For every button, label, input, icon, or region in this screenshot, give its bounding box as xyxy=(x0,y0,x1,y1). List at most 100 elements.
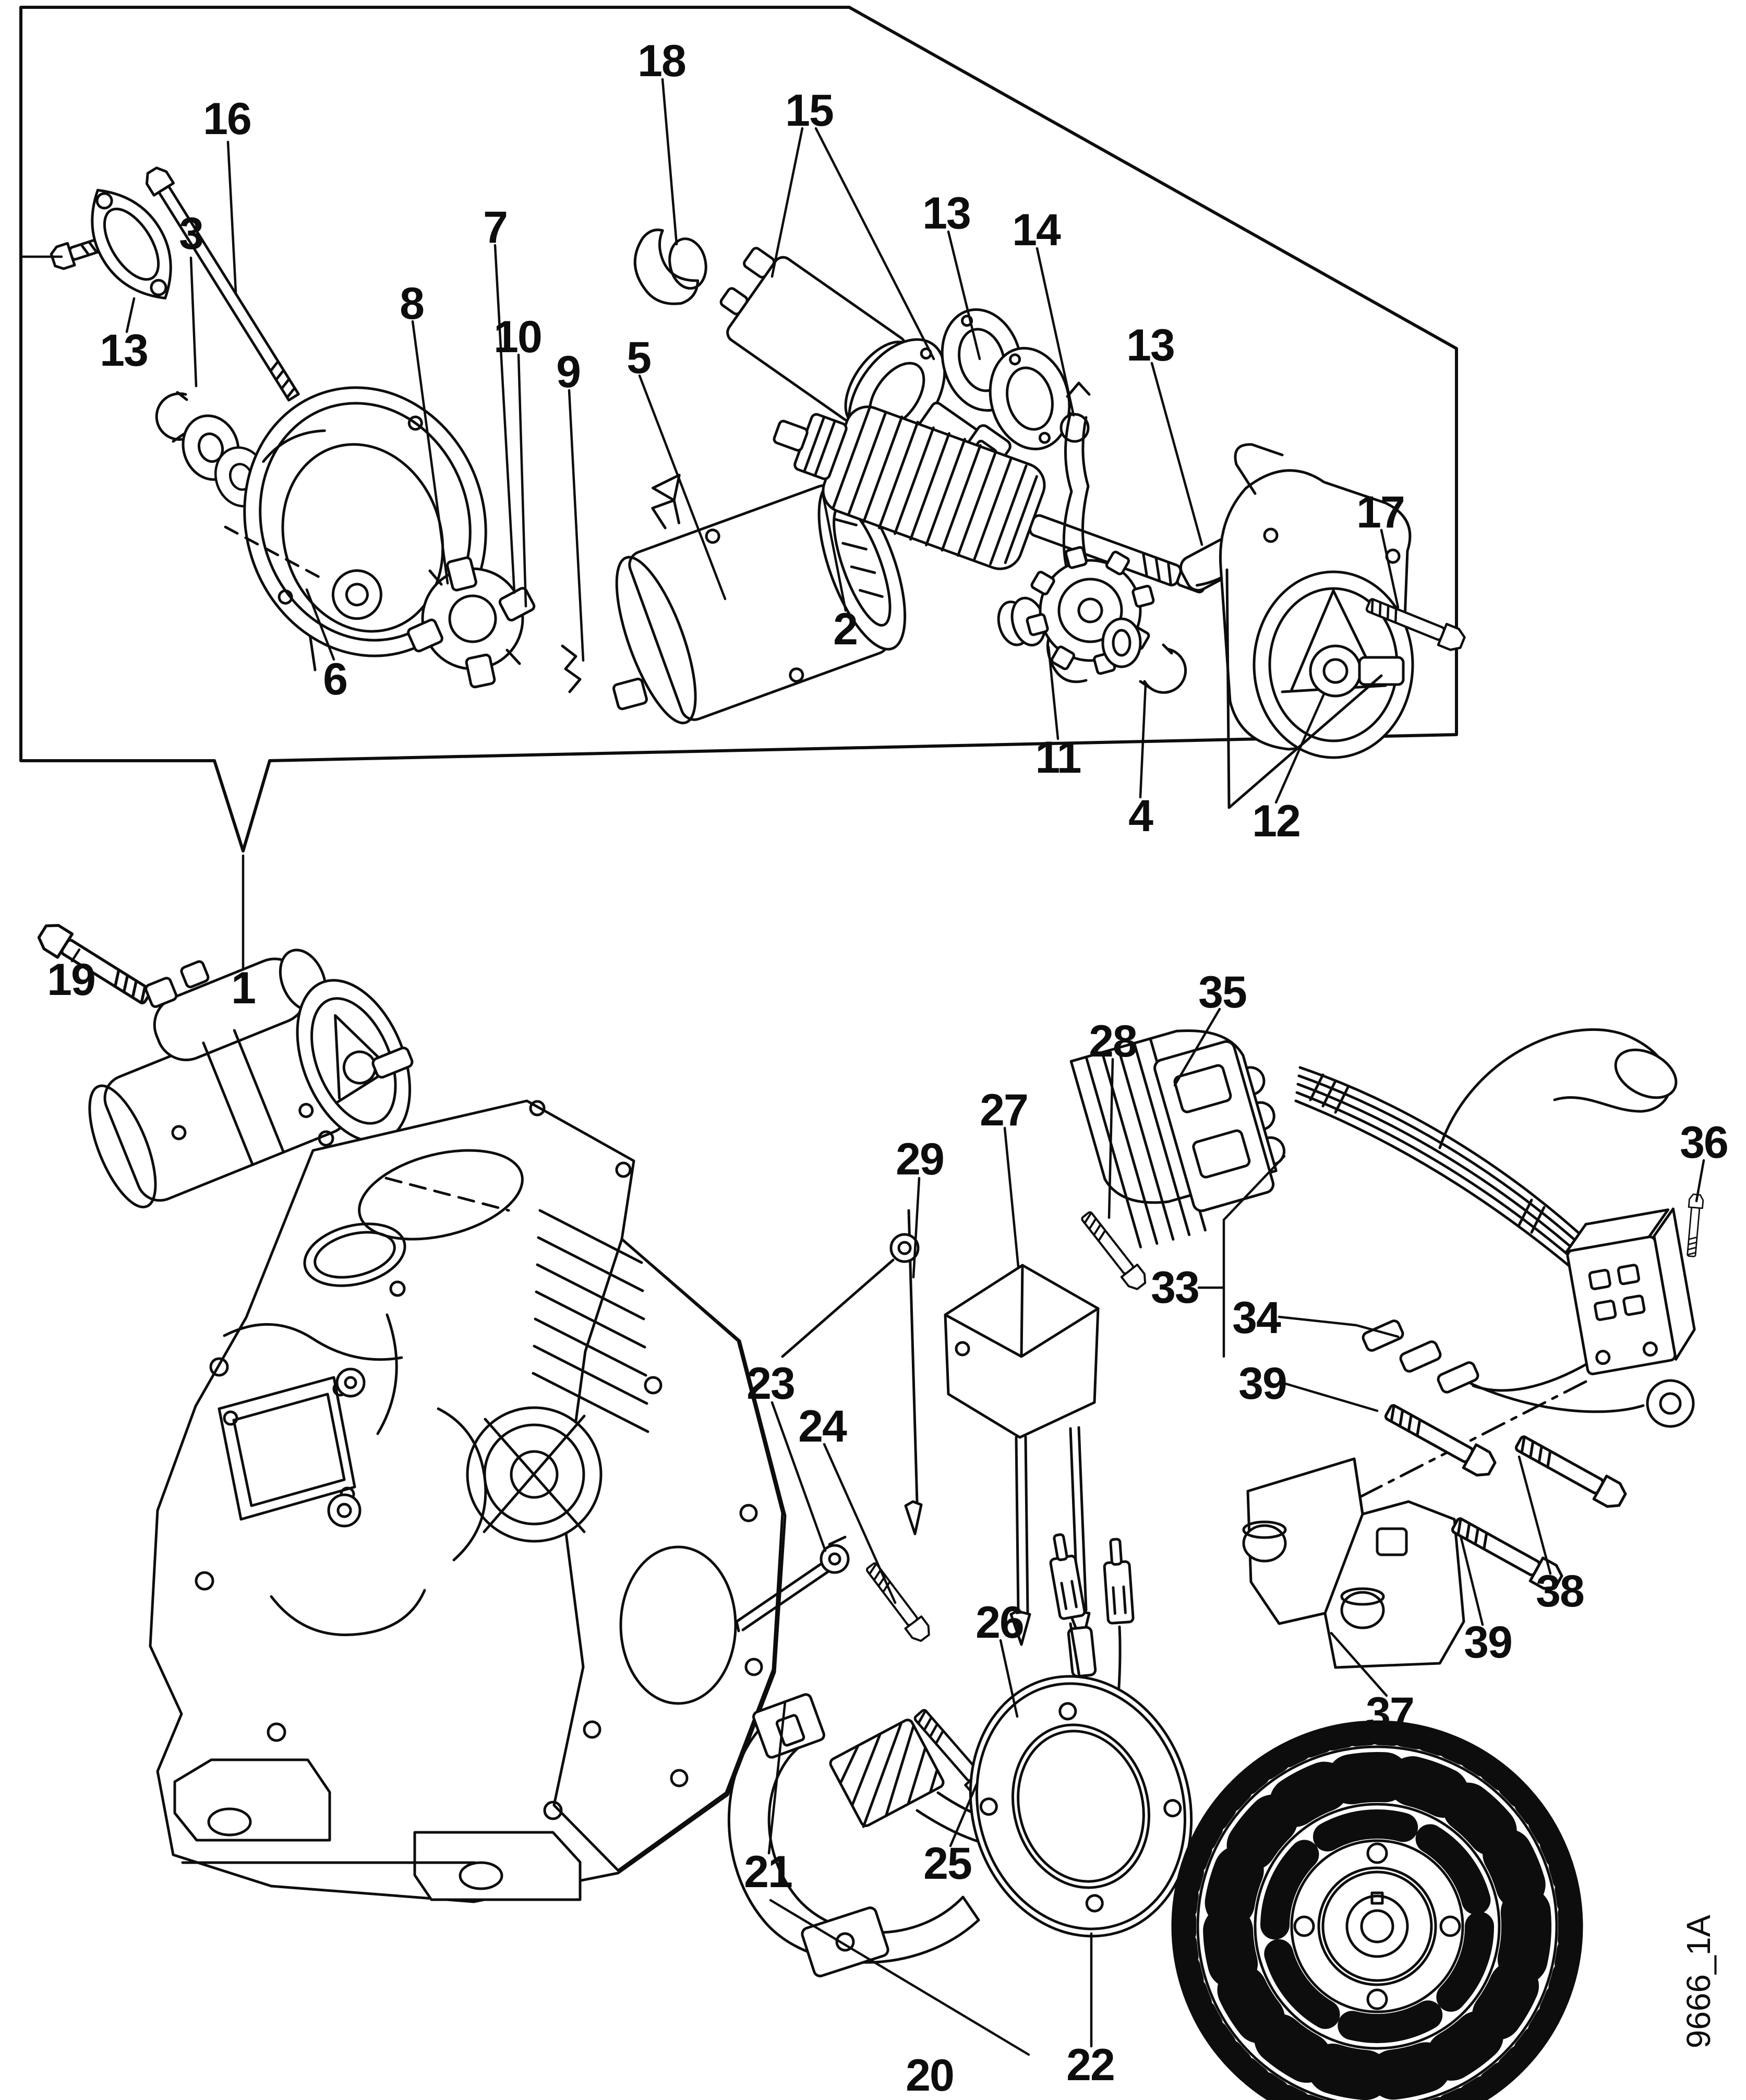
part-callout-22-38: 22 xyxy=(1066,2040,1115,2090)
part-callout-33-25: 33 xyxy=(1151,1263,1200,1313)
leader-line xyxy=(1107,1058,1114,1219)
leader-line xyxy=(767,1700,787,1855)
part-callout-6-3: 6 xyxy=(323,654,348,704)
leader-line xyxy=(305,588,335,661)
leader-line xyxy=(1695,1159,1705,1203)
leader-line xyxy=(638,374,727,601)
mounting-bracket-group xyxy=(1242,1399,1629,1669)
part-callout-29-21: 29 xyxy=(896,1134,945,1184)
leader-line xyxy=(1330,1631,1388,1697)
part-callout-13-2: 13 xyxy=(100,326,149,376)
part-callout-16-0: 16 xyxy=(203,94,252,144)
part-callout-8-4: 8 xyxy=(400,279,425,329)
inset-box-border xyxy=(19,6,1458,853)
part-callout-13-13: 13 xyxy=(1126,320,1175,370)
part-callout-11-16: 11 xyxy=(1035,733,1082,783)
leader-line xyxy=(411,320,449,585)
screw-36 xyxy=(1683,1193,1705,1258)
brush-holder-group xyxy=(727,1533,1135,1977)
stop-collar-4 xyxy=(1101,617,1187,694)
leader-line xyxy=(1222,1155,1286,1358)
leader-line xyxy=(949,1783,978,1847)
leader-line xyxy=(1380,529,1400,609)
leader-line xyxy=(1035,247,1075,417)
leader-line xyxy=(769,1899,1030,2056)
leader-line xyxy=(1518,1455,1552,1575)
pivot-pin-23 xyxy=(735,1535,850,1633)
leader-line xyxy=(823,1443,897,1604)
part-callout-35-24: 35 xyxy=(1198,967,1247,1017)
part-callout-3-1: 3 xyxy=(179,209,204,259)
condenser-27 xyxy=(944,1264,1100,1678)
leader-line xyxy=(517,353,527,608)
part-callout-15-10: 15 xyxy=(785,86,834,136)
part-callout-17-14: 17 xyxy=(1356,487,1405,537)
drive-housing-12 xyxy=(1219,443,1414,759)
leader-line xyxy=(1047,645,1059,740)
solenoid-15 xyxy=(719,247,1012,486)
bolt-28 xyxy=(1078,1209,1149,1292)
brush-spring-9 xyxy=(561,644,648,711)
part-callout-1-20: 1 xyxy=(231,963,256,1013)
leader-line xyxy=(226,140,237,294)
leader-line xyxy=(1284,1382,1379,1412)
part-callout-7-5: 7 xyxy=(483,202,508,253)
leader-line xyxy=(70,948,81,963)
terminal-sleeves-34 xyxy=(1362,1319,1479,1394)
leader-line xyxy=(999,1639,1019,1718)
bolt-24 xyxy=(863,1560,933,1644)
leader-line xyxy=(1278,1315,1400,1338)
brush-plate-8 xyxy=(407,556,536,689)
part-callout-37-31: 37 xyxy=(1366,1688,1415,1738)
leader-line xyxy=(947,230,981,361)
part-callout-36-27: 36 xyxy=(1680,1118,1729,1168)
wiring-harness-group xyxy=(1294,1028,1705,1529)
leader-lines xyxy=(19,78,1705,2056)
cotter-pin-29 xyxy=(781,1209,923,1535)
part-callout-5-8: 5 xyxy=(627,333,652,383)
leader-line xyxy=(814,127,935,361)
part-callout-27-22: 27 xyxy=(980,1085,1029,1135)
stator-plate-22 xyxy=(969,1675,1193,1938)
leader-line xyxy=(1139,683,1147,799)
ignition-condenser-group xyxy=(781,1209,1149,1678)
part-callout-18-9: 18 xyxy=(637,36,687,86)
part-callout-34-26: 34 xyxy=(1232,1293,1281,1343)
part-callout-39-28: 39 xyxy=(1238,1359,1287,1409)
part-callout-28-23: 28 xyxy=(1089,1016,1138,1066)
leader-line xyxy=(1459,1534,1484,1626)
part-callout-20-37: 20 xyxy=(906,2050,955,2100)
leader-line xyxy=(912,1177,921,1279)
starter-exploded-view xyxy=(50,166,1466,809)
part-callout-10-6: 10 xyxy=(493,312,543,362)
leader-line xyxy=(770,1401,827,1552)
part-callout-19-19: 19 xyxy=(47,955,96,1005)
leader-line xyxy=(1173,1007,1221,1087)
part-callout-39-30: 39 xyxy=(1464,1617,1513,1667)
leader-line xyxy=(1150,362,1203,546)
part-callout-2-15: 2 xyxy=(833,604,858,654)
part-callout-4-17: 4 xyxy=(1128,791,1153,841)
bolt-39-upper xyxy=(1382,1399,1498,1480)
part-callout-24-33: 24 xyxy=(798,1401,847,1451)
flywheel xyxy=(1171,1720,1583,2100)
leader-line xyxy=(770,127,804,278)
part-callout-21-36: 21 xyxy=(744,1847,793,1897)
part-callout-12-18: 12 xyxy=(1252,796,1301,846)
starter-motor-1 xyxy=(88,949,414,1208)
leader-line xyxy=(125,297,136,333)
leader-line xyxy=(822,494,847,612)
engine-block xyxy=(149,1099,787,1903)
leader-line xyxy=(661,78,678,246)
part-callout-9-7: 9 xyxy=(556,347,581,397)
gasket-13 xyxy=(91,189,172,299)
leader-line xyxy=(568,389,585,662)
leader-line xyxy=(493,244,516,594)
through-bolt-16 xyxy=(145,166,300,402)
part-callout-38-29: 38 xyxy=(1536,1566,1585,1616)
part-callout-23-32: 23 xyxy=(746,1359,796,1409)
figure-ref-code: 9666_1A xyxy=(1680,1914,1717,2049)
drive-end-housing-6 xyxy=(243,386,487,657)
